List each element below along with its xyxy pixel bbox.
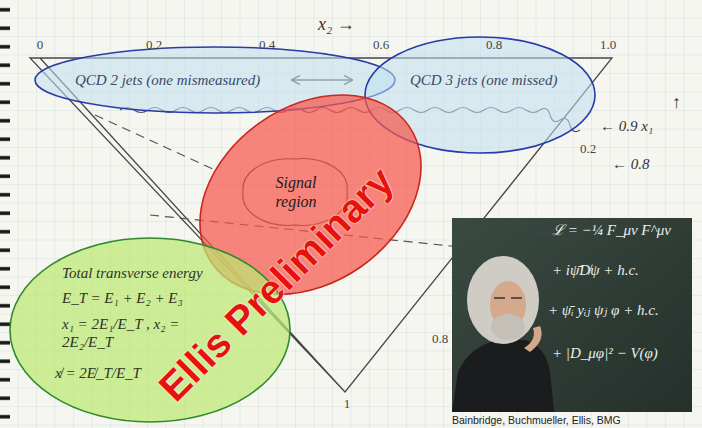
region-text: E_T = E₁ + E₂ + E₃ [62,289,183,307]
axis-tick: 0.8 [486,38,502,53]
axis-tick: 0.6 [373,38,389,53]
photo-hair [467,256,539,344]
lagrangian-term: ℒ = −¼ F_μν F^μν [552,222,671,239]
lagrangian-term: + iψ̄D̸ψ + h.c. [552,262,639,279]
region-text: Total transverse energy [62,264,203,282]
axis-tick: 0.4 [536,226,552,241]
axis-arrow: ↑ [672,92,681,113]
dashed-line [95,115,215,170]
region-text: x₁ = 2E₁/E_T , x₂ = 2E₂/E_T [62,315,187,351]
axis-title: x₂ → [318,14,355,35]
axis-tick: 0.2 [580,142,596,157]
lagrangian-term: + |D_μφ|² − V(φ) [552,345,658,362]
region-text: x̸ = 2E̸_T/E_T [55,364,141,382]
lagrangian-term: + ψ̄ᵢ yᵢⱼ ψⱼ φ + h.c. [548,302,659,319]
photo-body [452,340,554,412]
photo-blackboard [452,218,692,412]
photo-credit: Bainbridge, Buchmueller, Ellis, BMG [452,414,621,426]
axis-note: ← 0.8 [612,156,650,173]
axis-tick: 0.8 [432,332,448,347]
photo-glasses [494,297,522,299]
notebook-binding [0,0,12,428]
axis-tick: 0.2 [146,38,162,53]
region-text: QCD 3 jets (one missed) [410,71,557,89]
photo-beard [491,314,525,340]
axis-tick: 0 [37,38,44,53]
region-text: QCD 2 jets (one mismeasured) [75,71,260,89]
axis-tick: 1 [344,397,351,412]
axis-note: ← 0.9 x₁ [600,118,653,135]
axis-tick: 0.4 [259,38,275,53]
axis-tick: 1.0 [600,38,616,53]
region-text: Signal region [265,173,327,211]
